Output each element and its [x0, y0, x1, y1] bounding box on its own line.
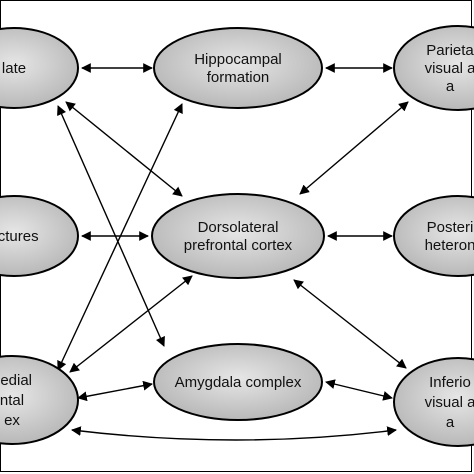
- node-parietal-ellipse: [393, 25, 474, 111]
- arrow-medial-amygdala: [77, 380, 153, 402]
- node-subcortical-ellipse: [0, 195, 79, 277]
- node-posterior-label-line: Posteri: [427, 219, 474, 236]
- node-subcortical: uctures: [0, 195, 79, 277]
- node-hippocampal-label-line: Hippocampal: [194, 51, 282, 68]
- node-inferior: Inferio visual a a: [393, 357, 474, 447]
- node-parietal-label-line: visual a: [425, 60, 474, 77]
- arrow-dorsolateral-medial: [69, 275, 193, 373]
- node-inferior-label-line: a: [446, 414, 455, 431]
- node-inferior-ellipse: [393, 357, 474, 447]
- node-hippocampal-ellipse: [153, 27, 323, 109]
- node-medial-ellipse: [0, 355, 79, 445]
- arrow-parietal-dorsolateral: [299, 101, 409, 195]
- arrow-amygdala-inferior: [325, 379, 393, 401]
- node-parietal-label-line: a: [446, 78, 455, 95]
- node-inferior-label-line: visual a: [425, 394, 474, 411]
- node-amygdala-ellipse: [153, 343, 323, 421]
- node-amygdala-label-line: Amygdala complex: [175, 374, 302, 391]
- arrow-medial-inferior: [71, 426, 397, 441]
- node-medial-label-line: ex: [4, 412, 20, 429]
- node-cingulate-ellipse: [0, 27, 79, 109]
- node-posterior-ellipse: [393, 195, 474, 277]
- node-dorsolateral-label-line: prefrontal cortex: [184, 237, 293, 254]
- node-dorsolateral-ellipse: [151, 193, 325, 279]
- node-dorsolateral-label-line: Dorsolateral: [198, 219, 279, 236]
- node-amygdala: Amygdala complex: [153, 343, 323, 421]
- node-subcortical-label-line: uctures: [0, 228, 39, 245]
- connection-arrows: [57, 63, 409, 441]
- node-posterior-label-line: heteron: [425, 237, 474, 254]
- node-inferior-label-line: Inferio: [429, 374, 471, 391]
- node-cingulate: late: [0, 27, 79, 109]
- node-medial-label-line: ntal: [0, 392, 24, 409]
- node-hippocampal-label-line: formation: [207, 69, 270, 86]
- node-cingulate-label-line: late: [2, 60, 26, 77]
- arrow-cingulate-dorsolateral: [65, 101, 183, 197]
- arrow-dorsolateral-inferior: [293, 279, 407, 369]
- node-parietal-label-line: Parieta: [426, 42, 474, 59]
